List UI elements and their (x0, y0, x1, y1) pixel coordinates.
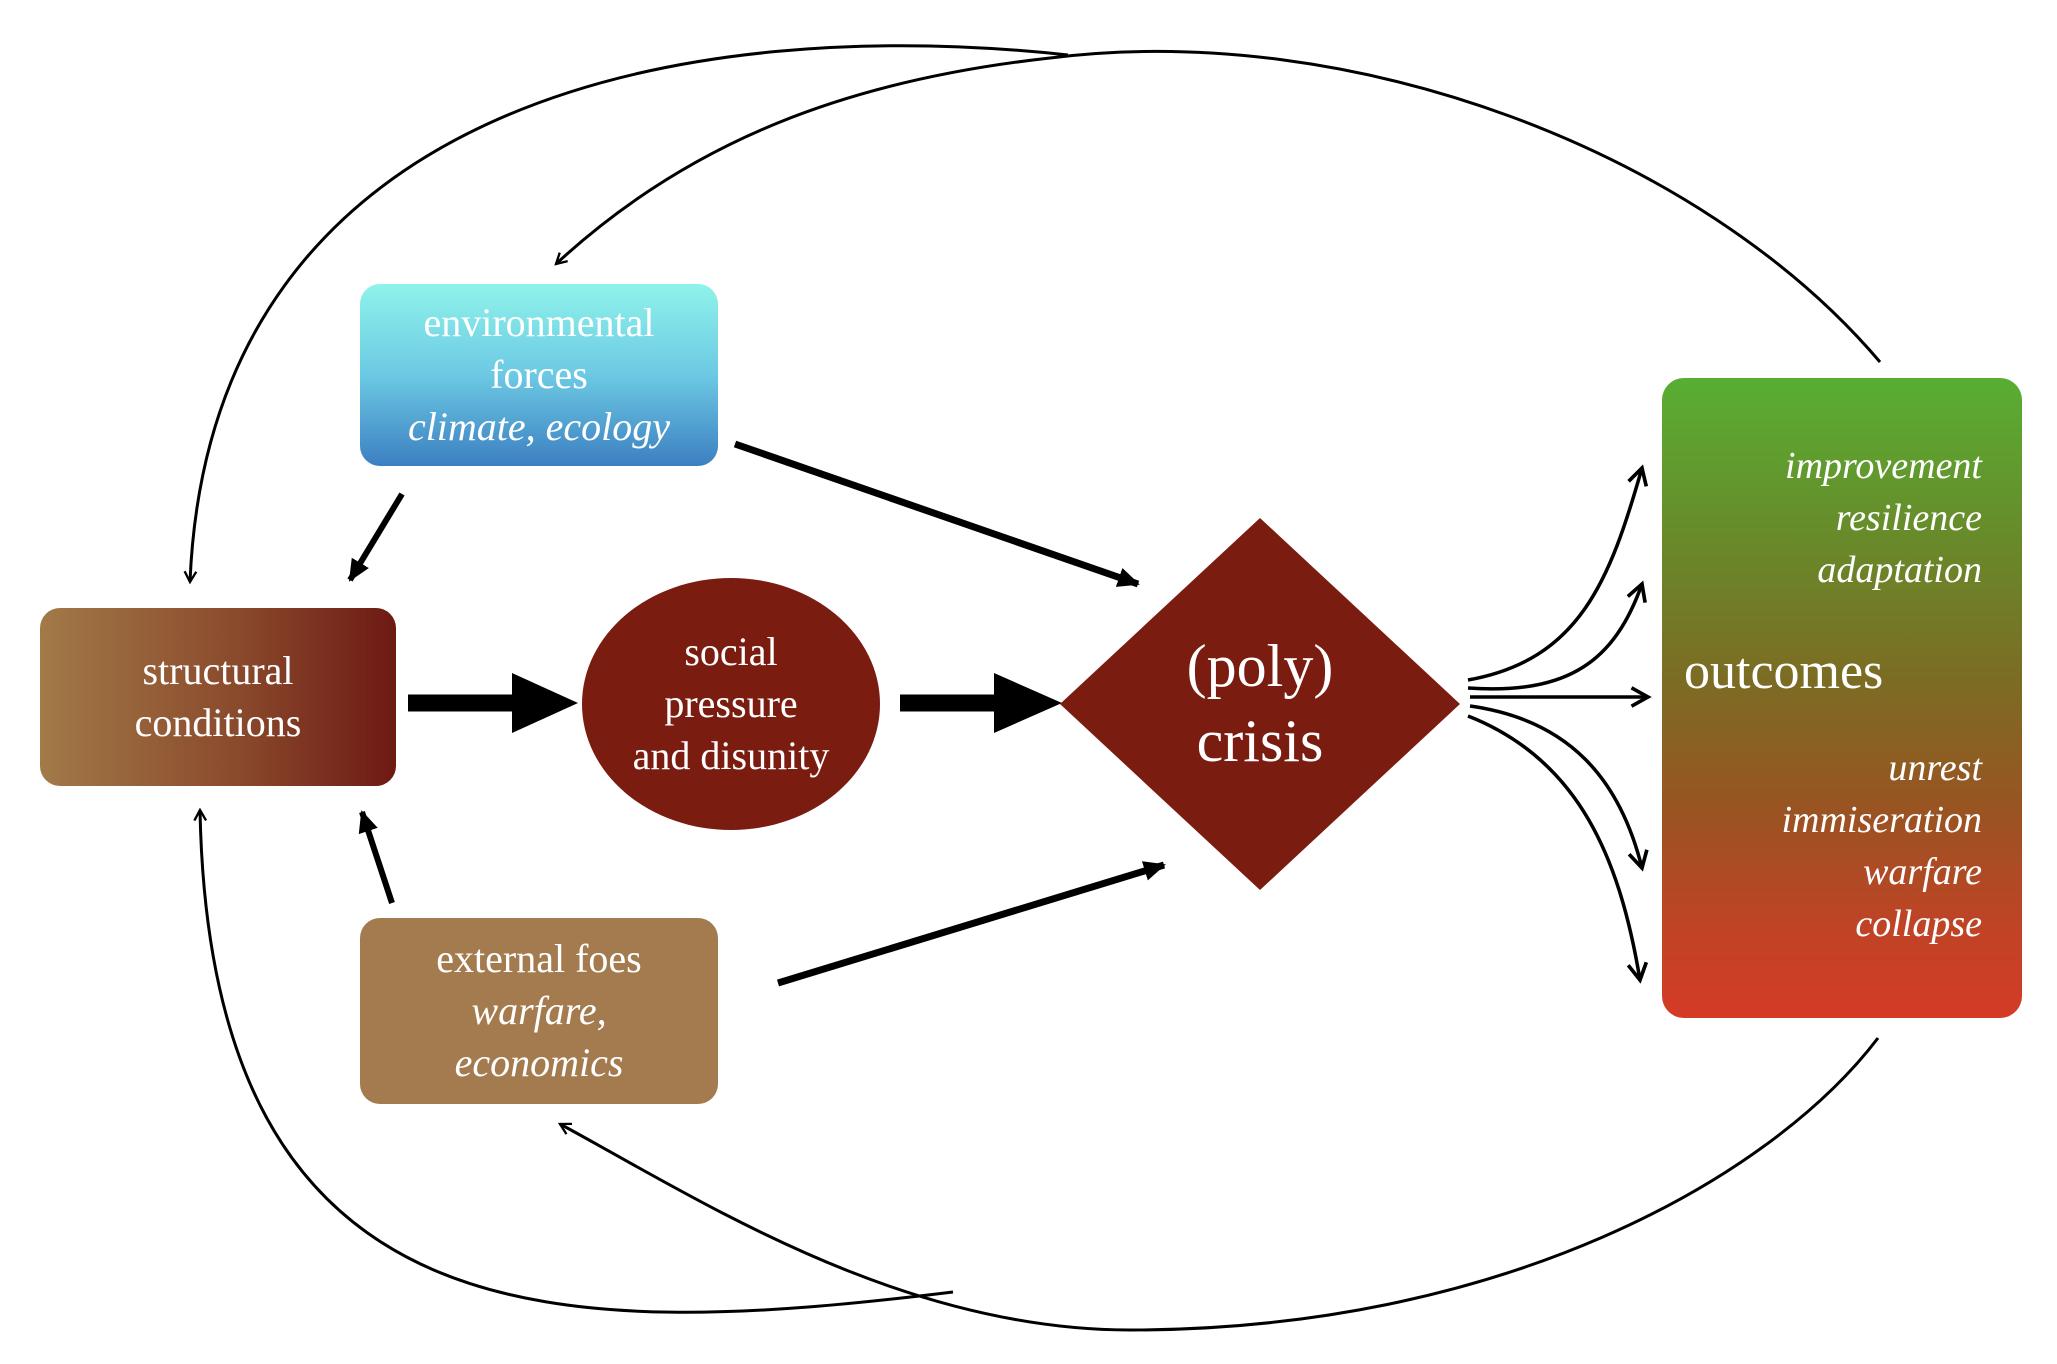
positive-outcome: improvement (1785, 445, 1982, 487)
arrowhead-structural-to-social (512, 673, 578, 733)
positive-outcome: adaptation (1817, 549, 1982, 591)
negative-outcome: warfare (1863, 851, 1982, 893)
structural-line1: structural (142, 648, 294, 693)
social-line3: and disunity (632, 733, 830, 778)
negative-outcome: collapse (1855, 903, 1982, 945)
outcome-arrow-2 (1467, 584, 1642, 691)
social-line1: social (684, 629, 778, 674)
arrow-external-to-crisis (776, 861, 1166, 987)
arrow-environmental-to-structural (347, 492, 405, 582)
polycrisis-diamond: (poly) crisis (1060, 518, 1460, 890)
environmental-title-line1: environmental (423, 300, 655, 345)
social-line2: pressure (664, 681, 798, 726)
structural-conditions-box: structural conditions (40, 608, 396, 786)
crisis-line1: (poly) (1186, 633, 1334, 699)
social-pressure-ellipse: social pressure and disunity (582, 578, 880, 830)
structural-line2: conditions (134, 700, 302, 745)
environmental-detail: climate, ecology (407, 404, 671, 449)
feedback-arrow-outcomes-to-environmental (556, 49, 1882, 363)
feedback-arrow-bottom-to-structural (200, 810, 954, 1314)
negative-outcome: unrest (1888, 747, 1982, 789)
crisis-line2: crisis (1196, 708, 1324, 774)
outcome-arrow-5 (1467, 714, 1640, 980)
negative-outcomes-list: unrest immiseration warfare collapse (1662, 742, 2022, 950)
outcome-arrow-4 (1469, 704, 1642, 868)
outcomes-box: improvement resilience adaptation outcom… (1662, 378, 2022, 1018)
positive-outcome: resilience (1835, 497, 1982, 539)
crisis-diamond-shape (1060, 518, 1460, 890)
outcome-arrow-1 (1467, 468, 1642, 682)
outcomes-title: outcomes (1684, 643, 1884, 700)
arrow-external-to-structural (358, 810, 395, 904)
arrow-environmental-to-crisis (733, 440, 1140, 588)
arrowhead-social-to-crisis (994, 673, 1062, 733)
environmental-title-line2: forces (490, 352, 588, 397)
external-foes-box: external foes warfare, economics (360, 918, 718, 1104)
positive-outcomes-list: improvement resilience adaptation (1662, 440, 2022, 596)
negative-outcome: immiseration (1781, 799, 1982, 841)
feedback-arrow-outcomes-to-external (560, 1037, 1880, 1332)
feedback-arrow-top-to-structural (190, 44, 1069, 582)
external-detail-line2: economics (454, 1040, 624, 1085)
external-detail-line1: warfare, (471, 988, 607, 1033)
environmental-forces-box: environmental forces climate, ecology (360, 284, 718, 466)
external-title: external foes (436, 936, 642, 981)
